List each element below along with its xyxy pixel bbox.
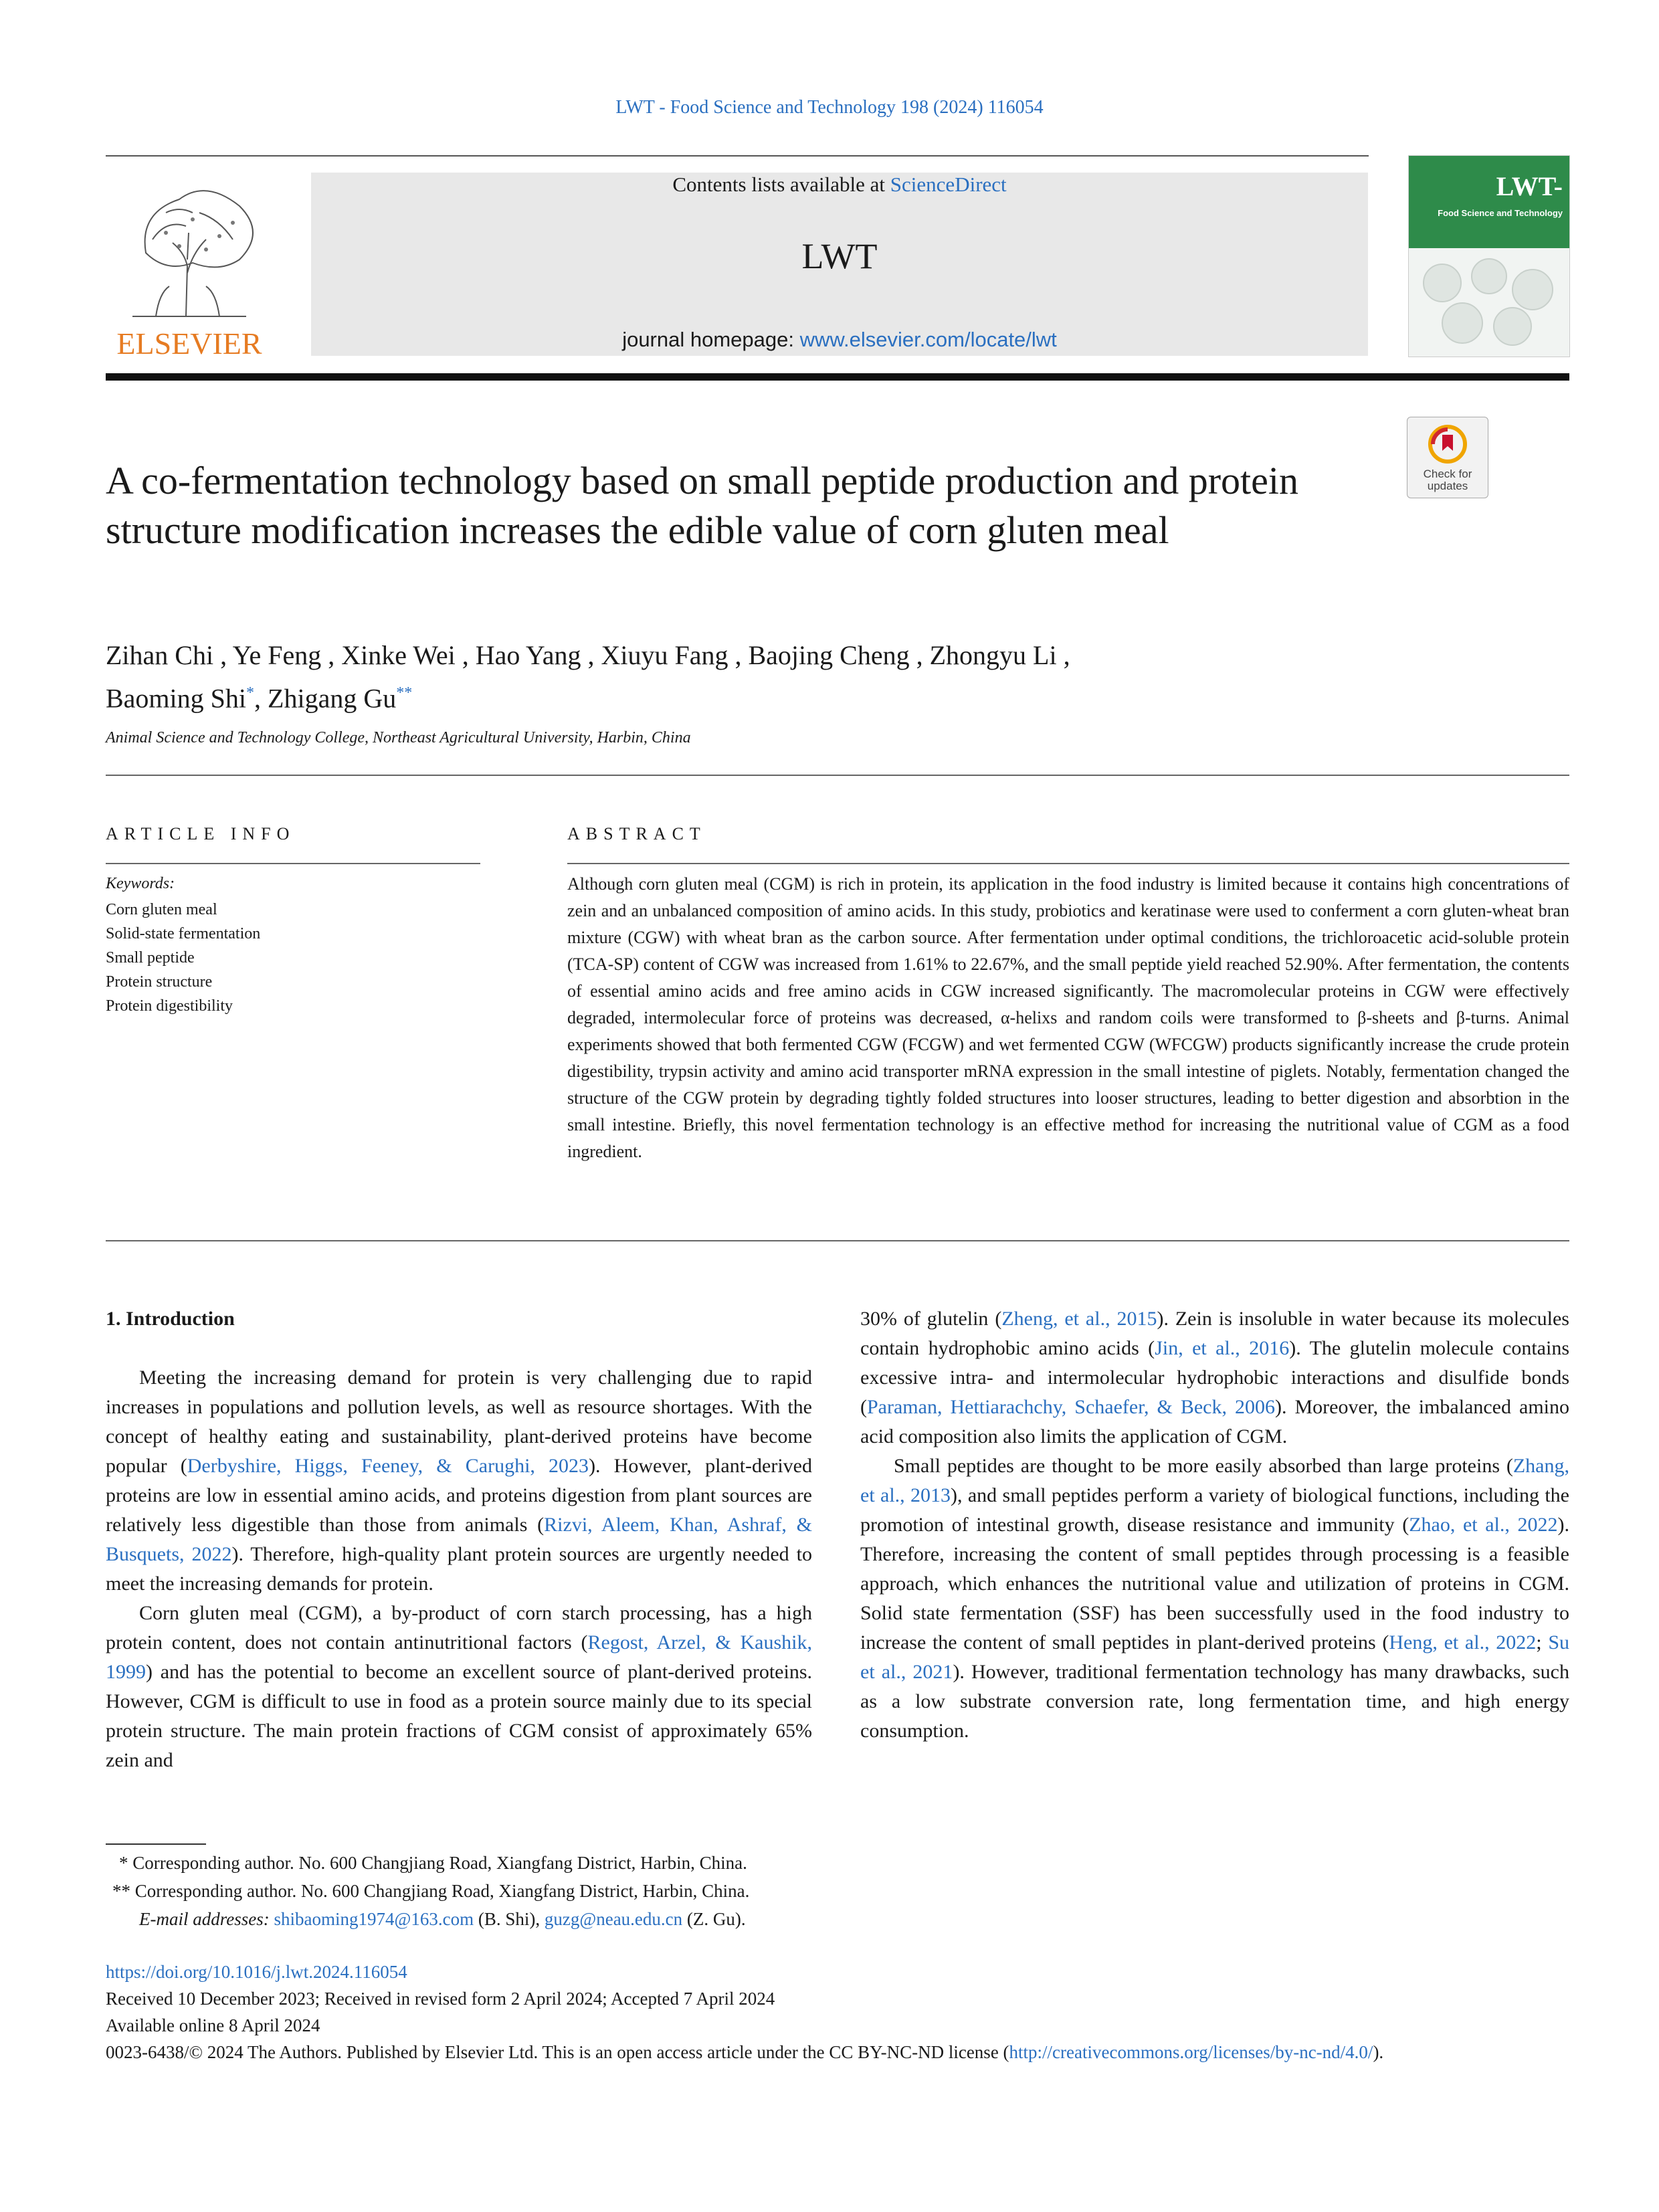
keyword-item: Solid-state fermentation bbox=[106, 925, 261, 942]
divider-rule bbox=[106, 1240, 1569, 1241]
publication-info: https://doi.org/10.1016/j.lwt.2024.11605… bbox=[106, 1958, 1569, 2066]
citation-link[interactable]: Regost, Arzel, & Kaushik, 1999 bbox=[106, 1631, 812, 1683]
footnote-rule bbox=[106, 1843, 206, 1845]
paragraph: Small peptides are thought to be more ea… bbox=[860, 1455, 1570, 1742]
license-link[interactable]: http://creativecommons.org/licenses/by-n… bbox=[1009, 2042, 1373, 2062]
article-title: A co-fermentation technology based on sm… bbox=[106, 459, 1299, 552]
footnote-emails: E-mail addresses: shibaoming1974@163.com… bbox=[139, 1909, 746, 1929]
doi-link[interactable]: https://doi.org/10.1016/j.lwt.2024.11605… bbox=[106, 1962, 407, 1982]
journal-cover[interactable]: LWT- Food Science and Technology bbox=[1408, 155, 1570, 357]
authors-line-1: Zihan Chi , Ye Feng , Xinke Wei , Hao Ya… bbox=[106, 640, 1070, 670]
cover-subtitle: Food Science and Technology bbox=[1438, 208, 1563, 218]
author-shi[interactable]: Baoming Shi bbox=[106, 683, 247, 714]
corresponding-mark-shi[interactable]: * bbox=[246, 684, 255, 702]
citation-link[interactable]: Heng, et al., 2022 bbox=[1389, 1631, 1537, 1653]
keywords-label: Keywords: bbox=[106, 875, 175, 892]
elsevier-wordmark: ELSEVIER bbox=[116, 326, 262, 361]
sciencedirect-link[interactable]: ScienceDirect bbox=[890, 173, 1007, 196]
check-for-updates-badge[interactable]: Check for updates bbox=[1407, 417, 1488, 498]
cover-pattern-icon bbox=[1423, 258, 1553, 346]
paragraph: Meeting the increasing demand for protei… bbox=[106, 1367, 813, 1595]
body-column-left: 1. Introduction Meeting the increasing d… bbox=[106, 1304, 812, 1775]
affiliation: Animal Science and Technology College, N… bbox=[106, 729, 691, 746]
section-heading: 1. Introduction bbox=[106, 1308, 235, 1330]
citation-link[interactable]: Paraman, Hettiarachchy, Schaefer, & Beck… bbox=[867, 1396, 1275, 1418]
check-updates-icon bbox=[1428, 425, 1467, 464]
citation-link[interactable]: Zheng, et al., 2015 bbox=[1001, 1308, 1157, 1330]
check-updates-label: Check for updates bbox=[1423, 468, 1472, 492]
header-thick-rule bbox=[106, 373, 1569, 381]
article-info-rule bbox=[106, 863, 480, 864]
citation-link[interactable]: Rizvi, Aleem, Khan, Ashraf, & Busquets, … bbox=[106, 1514, 813, 1565]
homepage-link[interactable]: www.elsevier.com/locate/lwt bbox=[799, 328, 1057, 351]
contents-line: Contents lists available at ScienceDirec… bbox=[672, 173, 1007, 196]
email-link[interactable]: shibaoming1974@163.com bbox=[274, 1909, 474, 1929]
journal-name: LWT bbox=[801, 236, 878, 276]
history-dates: Received 10 December 2023; Received in r… bbox=[106, 1989, 775, 2009]
citation-link[interactable]: Zhang, et al., 2013 bbox=[860, 1455, 1569, 1506]
license-line: 0023-6438/© 2024 The Authors. Published … bbox=[106, 2042, 1384, 2062]
top-rule bbox=[106, 155, 1369, 157]
keyword-item: Small peptide bbox=[106, 949, 195, 967]
author-list: Zihan Chi , Ye Feng , Xinke Wei , Hao Ya… bbox=[106, 637, 1377, 717]
authors-line-2: Baoming Shi*, Zhigang Gu** bbox=[106, 674, 1377, 717]
cover-band bbox=[1409, 156, 1569, 248]
keyword-item: Protein digestibility bbox=[106, 997, 233, 1015]
keyword-item: Corn gluten meal bbox=[106, 901, 217, 918]
email-link[interactable]: guzg@neau.edu.cn bbox=[544, 1909, 683, 1929]
footnotes: * Corresponding author. No. 600 Changjia… bbox=[106, 1849, 1176, 1933]
body-column-right: 30% of glutelin (Zheng, et al., 2015). Z… bbox=[860, 1304, 1569, 1746]
author-gu[interactable]: , Zhigang Gu bbox=[254, 683, 397, 714]
homepage-line: journal homepage: www.elsevier.com/locat… bbox=[622, 328, 1057, 351]
paragraph: 30% of glutelin (Zheng, et al., 2015). Z… bbox=[860, 1308, 1570, 1447]
citation-link[interactable]: Zhao, et al., 2022 bbox=[1409, 1514, 1558, 1536]
paragraph: Corn gluten meal (CGM), a by-product of … bbox=[106, 1602, 812, 1771]
keyword-item: Protein structure bbox=[106, 973, 213, 991]
footnote-corresponding-2: ** Corresponding author. No. 600 Changji… bbox=[112, 1881, 750, 1901]
keywords-list: Corn gluten meal Solid-state fermentatio… bbox=[106, 898, 260, 1018]
journal-masthead bbox=[311, 173, 1368, 356]
tree-icon bbox=[132, 190, 254, 317]
journal-reference[interactable]: LWT - Food Science and Technology 198 (2… bbox=[615, 97, 1044, 118]
citation-link[interactable]: Derbyshire, Higgs, Feeney, & Carughi, 20… bbox=[187, 1455, 589, 1477]
article-info-heading: ARTICLE INFO bbox=[106, 824, 296, 843]
abstract-heading: ABSTRACT bbox=[567, 824, 706, 843]
elsevier-logo: ELSEVIER bbox=[106, 173, 273, 361]
citation-link[interactable]: Jin, et al., 2016 bbox=[1155, 1337, 1290, 1359]
abstract-rule bbox=[567, 863, 1569, 864]
footnote-corresponding-1: * Corresponding author. No. 600 Changjia… bbox=[119, 1853, 747, 1873]
corresponding-mark-gu[interactable]: ** bbox=[396, 684, 413, 702]
available-online: Available online 8 April 2024 bbox=[106, 2015, 320, 2035]
citation-link[interactable]: Su et al., 2021 bbox=[860, 1631, 1570, 1683]
cover-title: LWT- bbox=[1496, 171, 1563, 201]
divider-rule bbox=[106, 775, 1569, 776]
abstract-text: Although corn gluten meal (CGM) is rich … bbox=[567, 874, 1569, 1161]
